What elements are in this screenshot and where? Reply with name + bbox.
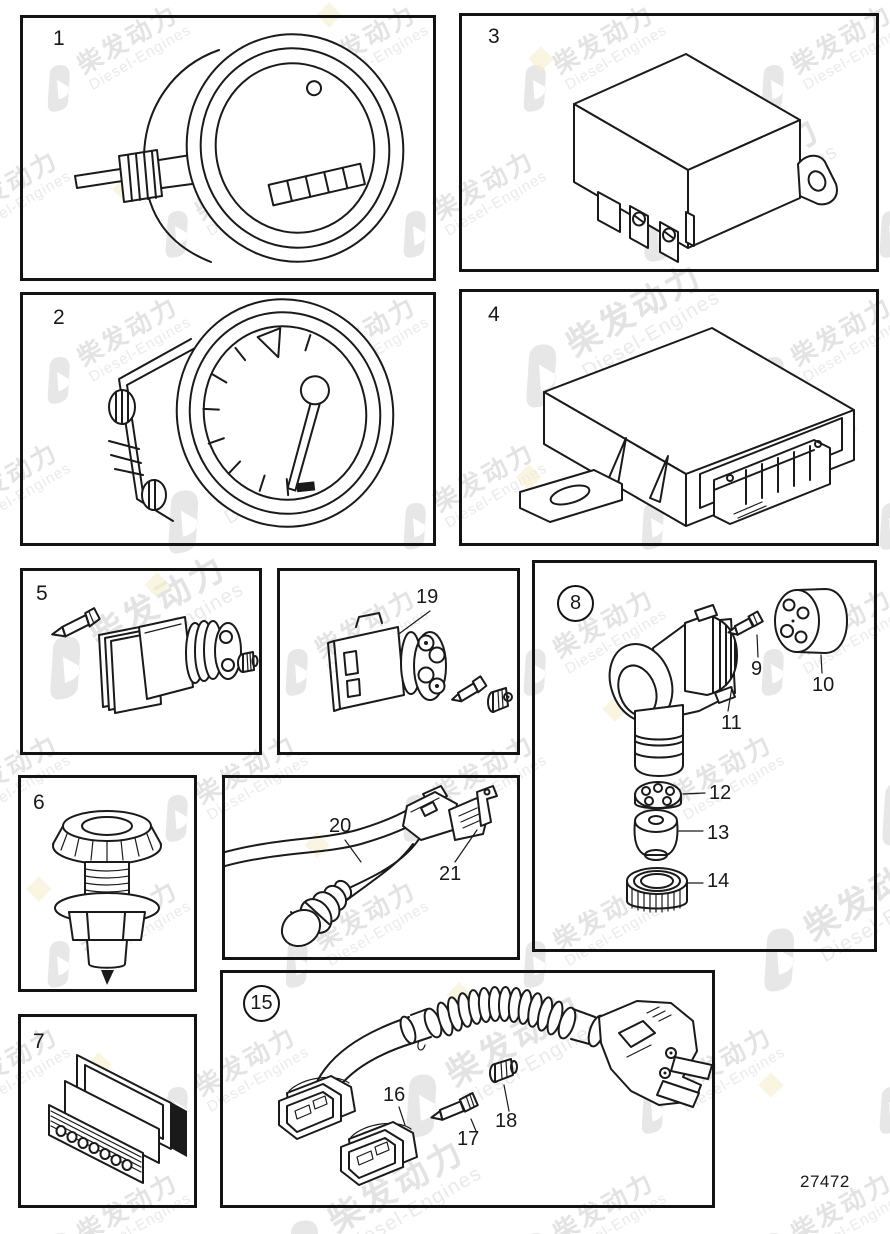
harness-drawing (225, 785, 498, 948)
diesel-engines-logo-icon (879, 1086, 890, 1134)
diesel-engines-logo-icon (47, 1232, 70, 1234)
panel-20: 20 21 (222, 775, 520, 960)
callout-14: 14 (707, 870, 730, 892)
panel-2: 2 (20, 292, 436, 546)
connector-drawing (327, 610, 513, 713)
panel-15: 15 16 17 18 (220, 970, 715, 1208)
control-module-drawing (519, 327, 855, 527)
callout-19: 19 (416, 586, 439, 608)
relay-drawing (573, 53, 838, 263)
figure-number: 27472 (800, 1172, 850, 1191)
panel-7: 7 (18, 1014, 197, 1208)
panel-5: 5 (20, 568, 262, 755)
callout-18: 18 (495, 1110, 518, 1132)
item-number-8: 8 (557, 585, 594, 622)
gauge-needle-drawing (108, 298, 395, 528)
sender-unit-drawing (52, 810, 162, 985)
callout-21: 21 (439, 863, 462, 885)
callout-9: 9 (751, 658, 763, 680)
item-number-2: 2 (53, 306, 65, 329)
callout-10: 10 (812, 674, 835, 696)
callout-13: 13 (707, 822, 730, 844)
diesel-engines-logo-icon (523, 1232, 546, 1234)
callout-20: 20 (329, 815, 352, 837)
callout-16: 16 (383, 1084, 406, 1106)
item-number-5: 5 (36, 582, 48, 605)
panel-6: 6 (18, 775, 197, 992)
panel-4: 4 (459, 289, 879, 546)
item-number-4: 4 (488, 303, 500, 326)
connector-kit-drawing (51, 607, 259, 714)
connector-block-drawing (48, 1054, 187, 1184)
panel-3: 3 (459, 13, 879, 272)
callout-17: 17 (457, 1128, 480, 1150)
adapter-harness-drawing (278, 986, 712, 1186)
watermark-accent (758, 1072, 784, 1098)
item-number-1: 1 (53, 27, 65, 50)
panel-8: 8 9 10 11 12 13 14 (532, 560, 877, 952)
callout-12: 12 (709, 782, 732, 804)
callout-11: 11 (721, 712, 742, 734)
item-number-6: 6 (33, 791, 45, 814)
gauge-drawing (74, 33, 405, 263)
diesel-engines-logo-icon (761, 1232, 784, 1234)
item-number-15: 15 (243, 985, 280, 1022)
elbow-connector-kit-drawing (608, 588, 848, 913)
panel-19: 19 (277, 568, 520, 755)
item-number-3: 3 (488, 25, 500, 48)
diesel-engines-logo-icon (288, 1220, 319, 1234)
panel-1: 1 (20, 15, 436, 281)
item-number-7: 7 (33, 1030, 45, 1053)
watermark-en-text: Diesel-Engines (800, 1189, 890, 1234)
